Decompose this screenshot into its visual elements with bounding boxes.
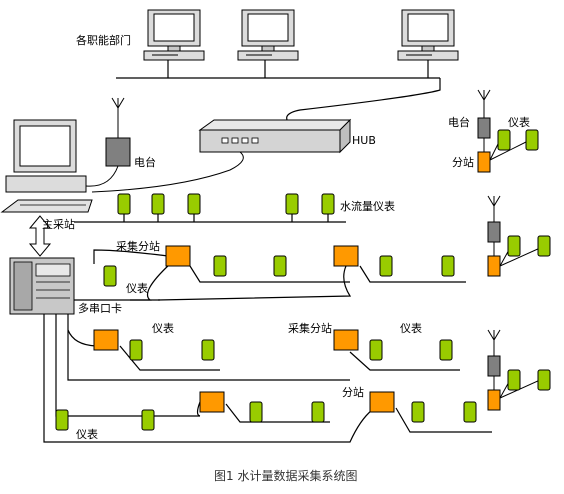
hub-device: [198, 118, 352, 154]
label-water-meter: 水流量仪表: [340, 200, 395, 213]
label-radio-right: 电台: [448, 116, 470, 129]
label-departments: 各职能部门: [76, 34, 131, 47]
department-pc-3: [397, 9, 459, 61]
meters: [55, 129, 551, 431]
right-radio-3: [487, 329, 541, 411]
department-pc-1: [143, 9, 205, 61]
label-meter-b: 仪表: [152, 322, 174, 335]
label-collect-sub-1: 采集分站: [116, 240, 160, 253]
label-substation-right-1: 分站: [452, 156, 474, 169]
label-meter-c: 仪表: [400, 322, 422, 335]
label-radio-main: 电台: [134, 156, 156, 169]
right-radio-1: [477, 89, 531, 173]
label-substation-right-2: 分站: [342, 386, 364, 399]
label-hub: HUB: [352, 134, 376, 147]
field-bus-lines: [43, 214, 492, 443]
label-meter-right: 仪表: [508, 116, 530, 129]
label-collect-sub-2: 采集分站: [288, 322, 332, 335]
main-station-pc: [0, 119, 93, 213]
main-station-link-arrow: [28, 215, 52, 257]
right-radio-2: [487, 195, 541, 277]
label-meter-d: 仪表: [76, 428, 98, 441]
department-network-line: [116, 60, 441, 125]
serial-card-chassis: [9, 257, 75, 315]
label-main-station: 主采站: [42, 218, 75, 231]
department-pc-2: [237, 9, 299, 61]
label-meter-a: 仪表: [126, 282, 148, 295]
figure-caption: 图1 水计量数据采集系统图: [214, 469, 358, 483]
main-radio: [105, 97, 131, 167]
label-serial-card: 多串口卡: [78, 302, 122, 315]
main-station-cables: [85, 151, 244, 193]
